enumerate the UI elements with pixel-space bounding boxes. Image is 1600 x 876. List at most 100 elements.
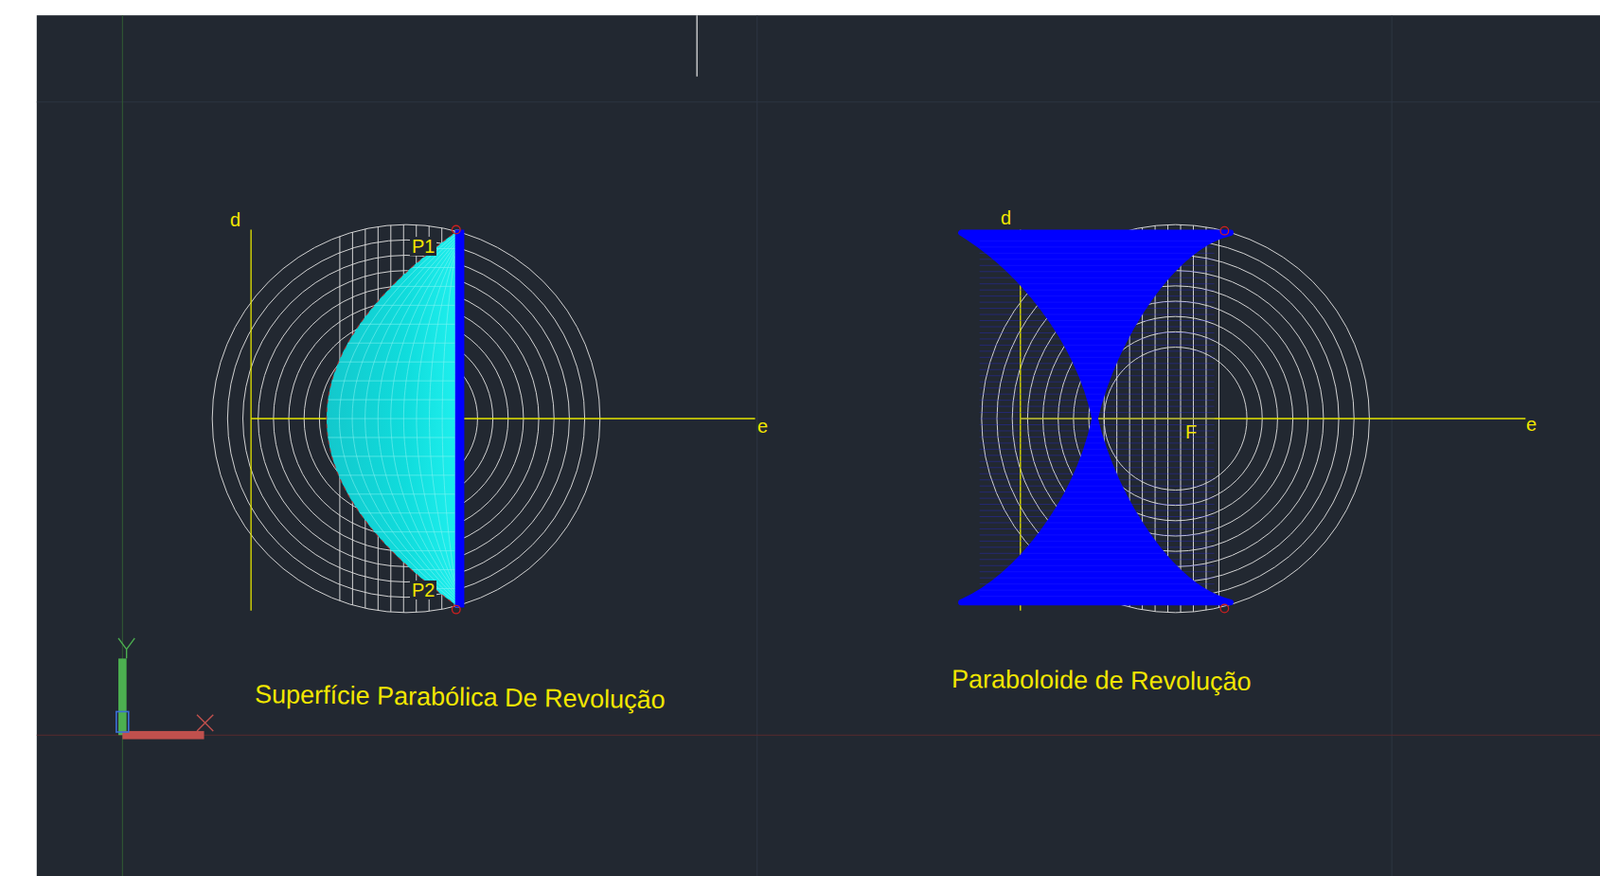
mesh-line — [979, 399, 1215, 401]
mesh-line — [979, 307, 1215, 309]
mesh-line — [979, 302, 1215, 303]
mesh-line — [373, 531, 455, 533]
y-axis-line — [122, 15, 124, 876]
mesh-line — [347, 493, 455, 495]
mesh-line — [979, 320, 1215, 321]
mesh-line — [979, 473, 1215, 475]
figure-caption: Superfície Parabólica De Revolução — [254, 681, 666, 713]
mesh-line — [338, 474, 456, 476]
mesh-line — [979, 350, 1215, 352]
figure-caption: Paraboloide de Revolução — [951, 666, 1252, 695]
mesh-line — [979, 442, 1215, 444]
mesh-line — [979, 491, 1215, 493]
mesh-line — [979, 448, 1215, 450]
mesh-line — [979, 406, 1215, 408]
mesh-line — [979, 393, 1215, 395]
mesh-line — [979, 515, 1215, 517]
mesh-curve — [403, 245, 457, 591]
mesh-line — [979, 424, 1215, 426]
x-axis-line — [36, 734, 1600, 736]
mesh-line — [979, 565, 1215, 567]
mesh-line — [979, 418, 1215, 420]
mesh-line — [373, 304, 455, 306]
mesh-line — [979, 374, 1215, 376]
cursor-line — [696, 15, 698, 77]
axis-label: P1 — [409, 236, 437, 256]
mesh-line — [338, 361, 456, 363]
axes — [250, 230, 1526, 611]
end-points — [451, 225, 1228, 614]
mesh-curve — [352, 234, 459, 603]
mesh-line — [979, 552, 1215, 554]
mesh-line — [433, 587, 455, 589]
mesh-curve — [429, 250, 457, 587]
mesh-line — [979, 521, 1215, 523]
mesh-line — [979, 270, 1215, 272]
surface-mesh — [326, 230, 460, 608]
mesh-line — [979, 497, 1215, 499]
mesh-line — [979, 325, 1215, 327]
mesh-line — [979, 258, 1215, 260]
mesh-line — [979, 337, 1215, 339]
mesh-curve — [442, 253, 456, 585]
mesh-line — [979, 461, 1215, 463]
mesh-curve — [338, 231, 459, 605]
mesh-line — [433, 248, 455, 249]
mesh-line — [979, 583, 1215, 585]
parabolic-surface — [326, 230, 460, 608]
mesh-curve — [365, 237, 459, 600]
mesh-line — [979, 246, 1215, 248]
mesh-curve — [377, 240, 458, 597]
mesh-curve — [391, 243, 458, 595]
mesh-line — [979, 558, 1215, 560]
mesh-line — [979, 429, 1215, 431]
base-disc — [455, 230, 465, 608]
mesh-line — [979, 283, 1215, 285]
mesh-line — [979, 570, 1215, 572]
mesh-line — [979, 485, 1215, 487]
mesh-line — [359, 512, 456, 514]
mesh-line — [979, 240, 1215, 242]
mesh-line — [979, 344, 1215, 346]
mesh-line — [979, 356, 1215, 358]
mesh-line — [979, 411, 1215, 413]
mesh-line — [332, 455, 456, 457]
mesh-line — [979, 510, 1215, 512]
generatrix — [326, 230, 460, 608]
axis-label: F — [1185, 422, 1197, 442]
mesh-line — [979, 332, 1215, 334]
axis-label: d — [230, 210, 241, 230]
model-space — [36, 15, 1600, 876]
axis-label: d — [1000, 208, 1012, 228]
mesh-line — [979, 540, 1215, 542]
mesh-line — [979, 295, 1215, 297]
axis-label: e — [1526, 414, 1537, 434]
grid — [36, 15, 1600, 876]
mesh-line — [347, 342, 455, 344]
mesh-line — [979, 546, 1215, 548]
mesh-line — [979, 479, 1215, 480]
mesh-line — [979, 595, 1215, 597]
mesh-line — [979, 577, 1215, 579]
surface-mesh — [979, 240, 1215, 596]
ucs-icon — [116, 638, 214, 740]
mesh-line — [979, 265, 1215, 267]
paraboloid-surface — [960, 232, 1231, 603]
mesh-line — [979, 289, 1215, 291]
mesh-line — [979, 252, 1215, 254]
mesh-line — [979, 387, 1215, 389]
mesh-line — [979, 589, 1215, 591]
mesh-line — [979, 381, 1215, 383]
mesh-line — [979, 369, 1215, 371]
mesh-line — [979, 454, 1215, 456]
mesh-line — [979, 277, 1215, 279]
mesh-line — [979, 528, 1215, 530]
mesh-line — [979, 533, 1215, 535]
mesh-line — [979, 436, 1215, 438]
mesh-line — [332, 380, 456, 382]
mesh-line — [979, 503, 1215, 505]
axis-label: P2 — [409, 580, 437, 600]
